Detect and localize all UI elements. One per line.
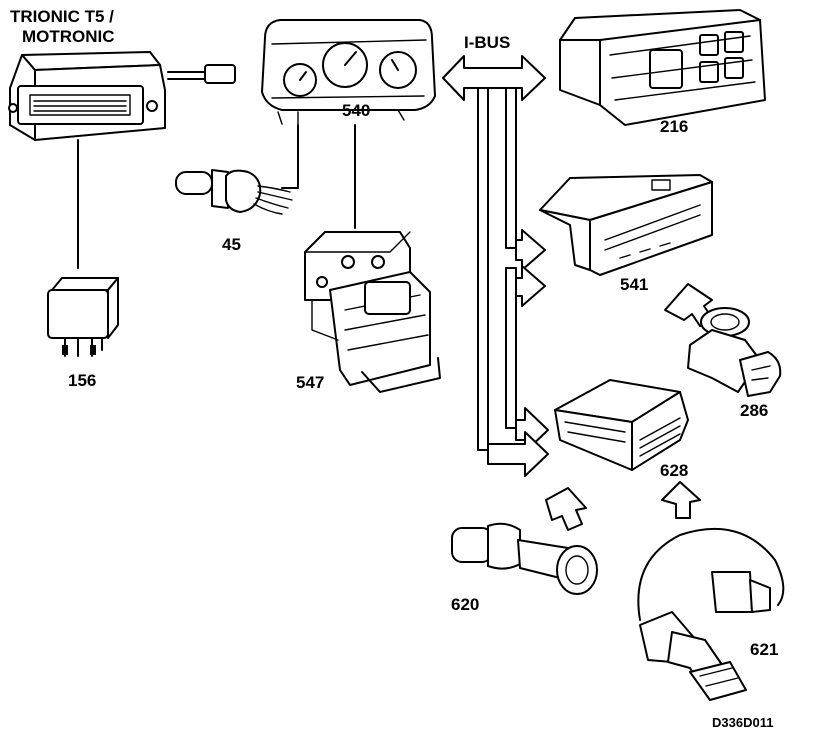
relay-156 [47, 277, 119, 357]
arrow-to-628-lower [487, 431, 549, 477]
label-621: 621 [750, 640, 778, 659]
label-286: 286 [740, 401, 768, 420]
abs-unit-547 [304, 231, 441, 393]
sensor-286 [687, 307, 782, 397]
label-620: 620 [451, 595, 479, 614]
ecu-instrument-wire [167, 64, 236, 84]
arrow-621-to-628 [661, 481, 701, 519]
label-541: 541 [620, 275, 648, 294]
ecu-label-line1: TRIONIC T5 / [10, 7, 114, 26]
module-628 [554, 379, 689, 471]
drawing-reference: D336D011 [712, 715, 773, 730]
label-628: 628 [660, 461, 688, 480]
label-547: 547 [296, 373, 324, 392]
arrow-to-541-upper [515, 229, 546, 271]
temperature-sensor-45 [175, 169, 293, 215]
ecu-module [8, 51, 166, 141]
ecu-label-line2: MOTRONIC [22, 27, 115, 46]
i-bus-arrow [442, 55, 546, 451]
label-156: 156 [68, 371, 96, 390]
instrument-cluster-540 [261, 19, 436, 125]
label-216: 216 [660, 117, 688, 136]
display-541 [539, 174, 713, 276]
label-540: 540 [342, 101, 370, 120]
arrow-to-541-lower [515, 265, 546, 307]
control-panel-216 [559, 9, 766, 126]
arrow-to-628-upper [515, 407, 549, 453]
sensor-620 [451, 522, 598, 595]
arrow-620-to-628 [545, 487, 587, 531]
sensor-621 [637, 527, 785, 701]
label-45: 45 [222, 235, 241, 254]
i-bus-label: I-BUS [464, 33, 510, 52]
instrument-sensor-line [281, 124, 299, 189]
